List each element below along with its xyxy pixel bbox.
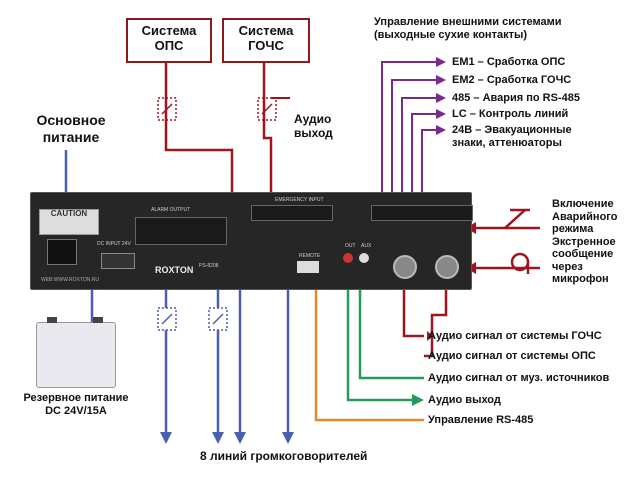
out-label: OUT xyxy=(345,243,356,249)
rs485-wire xyxy=(314,275,424,422)
alarm-output-block xyxy=(135,217,227,245)
input-music: Аудио сигнал от муз. источников xyxy=(428,372,610,384)
battery-terminal-1 xyxy=(47,317,57,323)
external-title-line1: Управление внешними системами xyxy=(374,16,562,28)
external-item-485: 485 – Авария по RS-485 xyxy=(452,92,580,104)
em1-wire xyxy=(381,61,436,210)
battery-terminal-2 xyxy=(93,317,103,323)
gochs-system-box: Система ГОЧС xyxy=(222,18,310,63)
input-rs485: Управление RS-485 xyxy=(428,414,534,426)
em2-wire xyxy=(391,79,436,210)
main-power-line2: питание xyxy=(42,129,100,145)
audio-out-line1: Аудио xyxy=(294,112,332,126)
alarm-output-label: ALARM OUTPUT xyxy=(151,207,191,213)
emergency-mode-label: Включение Аварийного режима Экстренное с… xyxy=(552,198,617,286)
external-item-em1: ЕМ1 – Сработка ОПС xyxy=(452,56,566,68)
emergency-line4: Экстренное xyxy=(552,235,616,248)
emergency-input-label: EMERGENCY INPUT xyxy=(275,197,324,203)
gochs-switch xyxy=(257,97,277,121)
caution-label: CAUTION xyxy=(39,209,99,235)
24v-wire xyxy=(421,129,436,210)
emergency-line1: Включение xyxy=(552,198,614,210)
rs485-alarm-wire xyxy=(401,97,436,210)
lc-wire xyxy=(411,113,436,210)
emergency-line3: режима xyxy=(552,223,594,235)
caution-text: CAUTION xyxy=(50,209,88,218)
main-power-label: Основное питание xyxy=(26,112,116,146)
backup-power-line2: DC 24V/15A xyxy=(45,405,107,417)
ops-system-box: Система ОПС xyxy=(126,18,212,63)
audio-out-green-wire xyxy=(346,270,414,402)
em-terminal-block xyxy=(371,205,473,221)
ops-switch xyxy=(157,97,177,121)
emergency-switch-symbol xyxy=(504,208,530,229)
external-item-em2: ЕМ2 – Сработка ГОЧС xyxy=(452,74,572,86)
speakers-label: 8 линий громкоговорителей xyxy=(200,449,368,463)
aux-jack xyxy=(359,253,369,263)
remote-port xyxy=(297,261,319,273)
dc-input-label: DC INPUT 24V xyxy=(97,241,131,247)
external-item-lc: LC – Контроль линий xyxy=(452,108,569,120)
microphone-symbol xyxy=(510,252,530,274)
out-jack xyxy=(343,253,353,263)
ops-box-line2: ОПС xyxy=(154,38,184,53)
dc-input-terminal xyxy=(101,253,135,269)
xlr-input-2 xyxy=(435,255,459,279)
aux-label: AUX xyxy=(361,243,372,249)
power-socket xyxy=(47,239,77,265)
audio-out-line2: выход xyxy=(294,126,333,140)
external-control-title: Управление внешними системами (выходные … xyxy=(374,16,561,42)
input-audio-out: Аудио выход xyxy=(428,394,501,406)
device-rear-panel: CAUTION DC INPUT 24V WEB:WWW.ROXTON.RU A… xyxy=(30,192,473,290)
ops-audio-wire xyxy=(424,275,448,358)
gochs-box-line2: ГОЧС xyxy=(248,38,284,53)
brand-logo: ROXTON xyxy=(155,265,194,275)
main-power-line1: Основное xyxy=(36,112,106,128)
emergency-line7: микрофон xyxy=(552,273,609,285)
external-item-24v-cont: знаки, аттенюаторы xyxy=(452,137,562,149)
backup-power-label: Резервное питание DC 24V/15A xyxy=(16,392,136,418)
external-item-24v: 24В – Эвакуационные xyxy=(452,124,572,136)
backup-battery xyxy=(36,317,116,388)
audio-out-label: Аудио выход xyxy=(294,112,333,140)
emergency-input-block xyxy=(251,205,333,221)
ops-box-line1: Система xyxy=(141,23,197,38)
ops-wire xyxy=(164,58,234,205)
music-wire xyxy=(358,270,424,380)
external-title-line2: (выходные сухие контакты) xyxy=(374,29,528,41)
emergency-line2: Аварийного xyxy=(552,210,618,223)
backup-power-line1: Резервное питание xyxy=(23,392,129,404)
website-label: WEB:WWW.ROXTON.RU xyxy=(41,277,99,283)
input-gochs-audio: Аудио сигнал от системы ГОЧС xyxy=(428,330,602,342)
remote-label: REMOTE xyxy=(299,253,321,259)
gochs-box-line1: Система xyxy=(238,23,294,38)
xlr-input-1 xyxy=(393,255,417,279)
emergency-line6: через xyxy=(552,260,583,273)
input-ops-audio: Аудио сигнал от системы ОПС xyxy=(428,350,596,362)
model-label: PS-8208 xyxy=(199,263,219,269)
emergency-line5: сообщение xyxy=(552,248,614,260)
gochs-audio-wire xyxy=(402,275,424,338)
gochs-wire xyxy=(262,58,273,205)
